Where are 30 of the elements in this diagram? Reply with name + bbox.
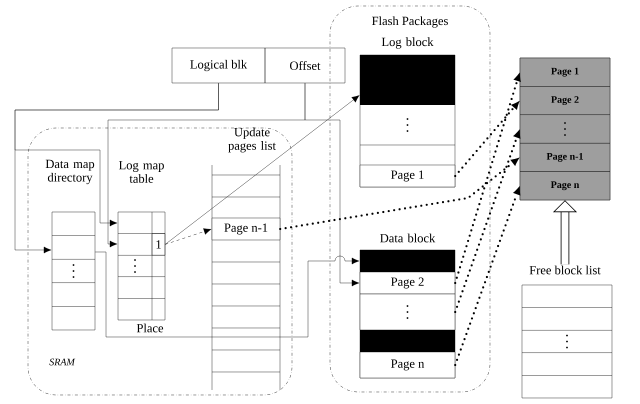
dotted-arrow: [279, 157, 520, 230]
arrow: [304, 83, 360, 286]
page-row: Page n-1: [212, 218, 280, 240]
page-row: Page 1: [360, 164, 456, 188]
table-heading: Data block: [380, 234, 436, 242]
dotted-arrow: [454, 72, 521, 284]
dashed-arrow: [165, 228, 212, 245]
edge-label: Place: [135, 322, 165, 334]
region-label: Flash Packages: [372, 16, 448, 28]
table-heading: Data map directory: [46, 160, 94, 184]
list-heading: Free block list: [530, 266, 601, 274]
arrow: [95, 252, 360, 338]
table-heading: Log block: [382, 37, 434, 49]
page-cell: Page n: [520, 171, 610, 200]
arrow: [165, 95, 360, 245]
page-cell: Page n-1: [520, 143, 610, 172]
page-cell: Page 2: [520, 86, 610, 115]
address-field: Offset: [264, 48, 346, 84]
table-cell: 1: [152, 233, 166, 256]
dotted-arrow: [454, 100, 520, 178]
region-label: SRAM: [49, 358, 76, 366]
dotted-arrow: [454, 186, 520, 366]
table-heading: Update pages list: [228, 128, 276, 152]
dotted-arrow: [454, 129, 521, 314]
arrow: [14, 83, 219, 226]
address-field: Logical blk: [172, 48, 266, 84]
table-heading: Log map table: [118, 161, 164, 183]
page-cell: Page 1: [520, 58, 610, 87]
page-row: Page 2: [360, 272, 456, 294]
page-row: Page n: [360, 352, 456, 378]
